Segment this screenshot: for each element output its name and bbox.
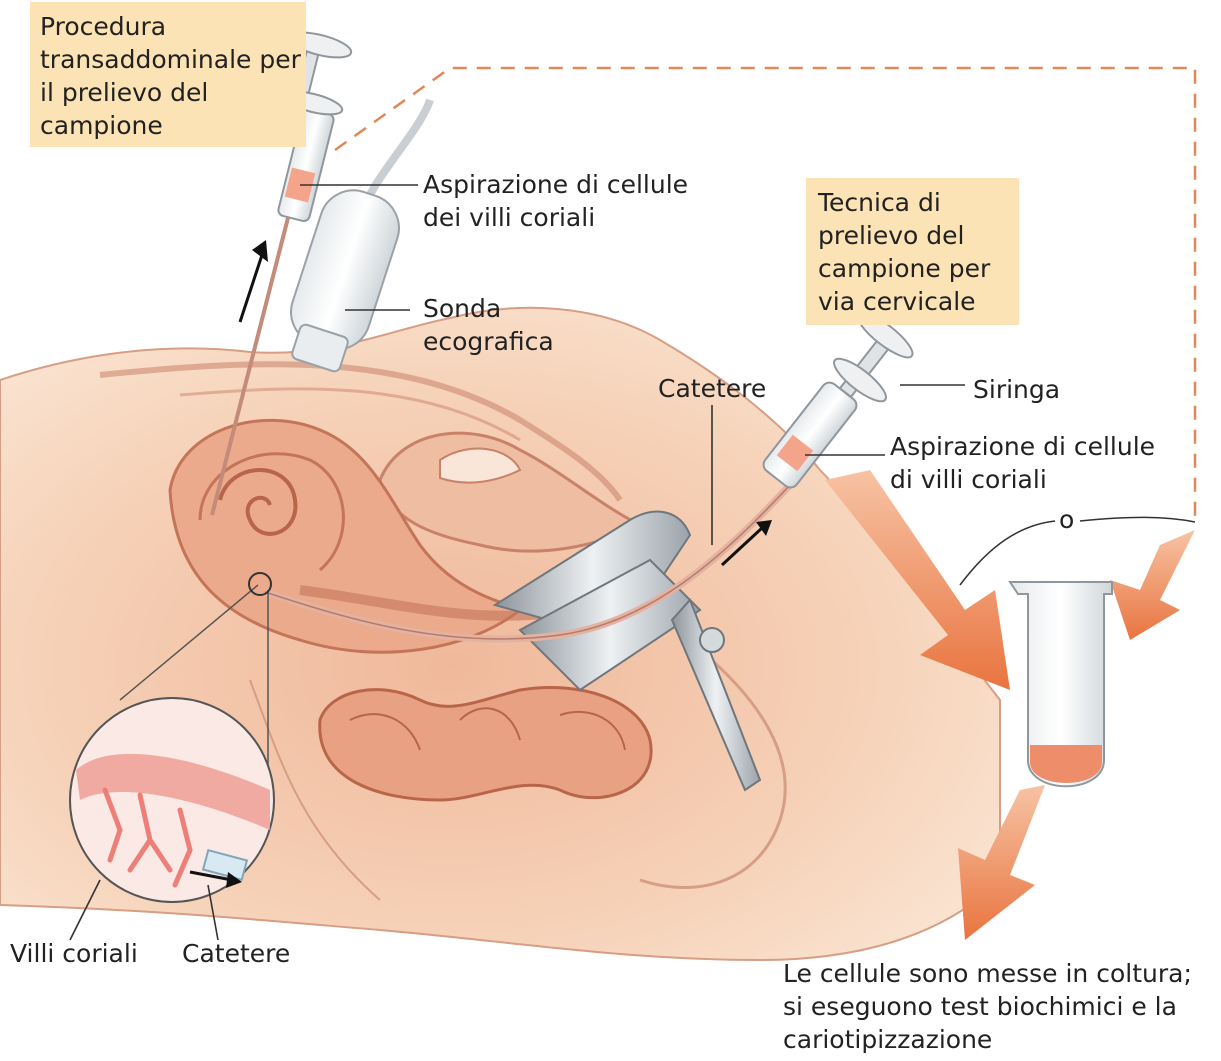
culture-line-2: si eseguono test biochimici e la <box>783 990 1192 1023</box>
villi-label: Villi coriali <box>10 937 138 970</box>
test-tube-icon <box>1010 582 1112 786</box>
catheter-top-label: Catetere <box>658 372 766 405</box>
cervical-line-1: Tecnica di <box>818 186 1019 219</box>
culture-caption: Le cellule sono messe in coltura; si ese… <box>783 957 1192 1056</box>
transabdominal-line-4: campione <box>40 109 306 142</box>
transabdominal-procedure-box: Procedura transaddominale per il preliev… <box>30 2 306 147</box>
transabdominal-line-1: Procedura <box>40 10 306 43</box>
transabdominal-line-3: il prelievo del <box>40 76 306 109</box>
aspiration-top-line-2: dei villi coriali <box>423 201 688 234</box>
culture-line-3: cariotipizzazione <box>783 1023 1192 1056</box>
catheter-bottom-label: Catetere <box>182 937 290 970</box>
or-label: o <box>1059 503 1074 536</box>
culture-line-1: Le cellule sono messe in coltura; <box>783 957 1192 990</box>
probe-line-1: Sonda <box>423 292 554 325</box>
aspiration-right-label: Aspirazione di cellule di villi coriali <box>890 430 1155 496</box>
transabdominal-line-2: transaddominale per <box>40 43 306 76</box>
probe-line-2: ecografica <box>423 325 554 358</box>
cervical-line-4: via cervicale <box>818 285 1019 318</box>
cervical-technique-box: Tecnica di prelievo del campione per via… <box>806 178 1019 325</box>
cervical-line-3: campione per <box>818 252 1019 285</box>
syringe-label: Siringa <box>973 373 1060 406</box>
probe-label: Sonda ecografica <box>423 292 554 358</box>
aspiration-right-line-2: di villi coriali <box>890 463 1155 496</box>
aspiration-top-line-1: Aspirazione di cellule <box>423 168 688 201</box>
cervical-line-2: prelievo del <box>818 219 1019 252</box>
aspiration-right-line-1: Aspirazione di cellule <box>890 430 1155 463</box>
aspiration-top-label: Aspirazione di cellule dei villi coriali <box>423 168 688 234</box>
